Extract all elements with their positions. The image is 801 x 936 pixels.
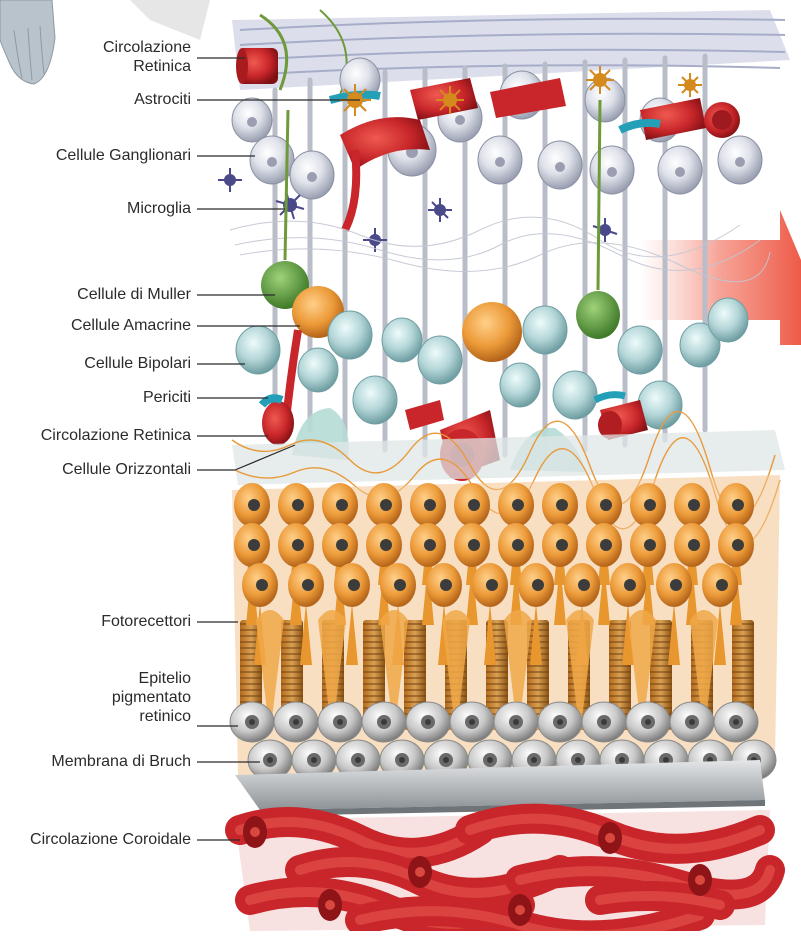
- label-line: Retinica: [103, 57, 191, 76]
- label-microglia: Microglia: [127, 199, 191, 218]
- label-bruch-membrane: Membrana di Bruch: [51, 752, 191, 771]
- label-bipolar-cells: Cellule Bipolari: [84, 354, 191, 373]
- label-line: retinico: [112, 707, 191, 726]
- label-muller-cells: Cellule di Muller: [77, 285, 191, 304]
- label-amacrine-cells: Cellule Amacrine: [71, 316, 191, 335]
- label-line: Circolazione: [103, 38, 191, 57]
- label-astrocytes: Astrociti: [134, 90, 191, 109]
- label-choroidal-circulation: Circolazione Coroidale: [30, 830, 191, 849]
- label-line: Epitelio: [112, 669, 191, 688]
- label-rpe: Epitelio pigmentato retinico: [112, 669, 191, 726]
- label-ganglion-cells: Cellule Ganglionari: [56, 146, 191, 165]
- label-retinal-circulation-top: Circolazione Retinica: [103, 38, 191, 76]
- label-pericytes: Periciti: [143, 388, 191, 407]
- label-line: pigmentato: [112, 688, 191, 707]
- label-horizontal-cells: Cellule Orizzontali: [62, 460, 191, 479]
- label-photoreceptors: Fotorecettori: [101, 612, 191, 631]
- label-retinal-circulation-mid: Circolazione Retinica: [41, 426, 191, 445]
